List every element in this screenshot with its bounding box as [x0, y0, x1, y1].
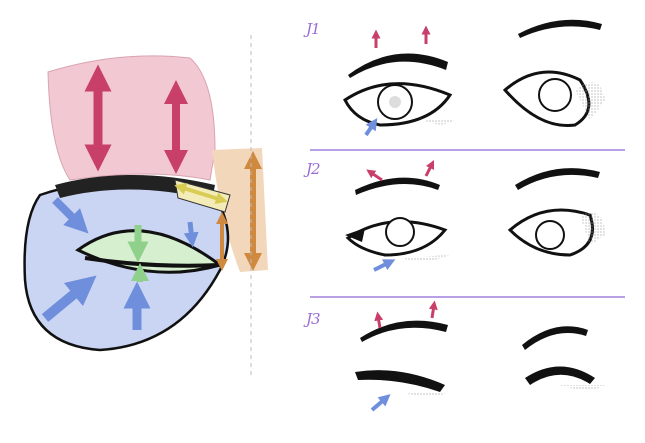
- yellow-arrow: [174, 183, 228, 204]
- blue-arrow-bottomleft: [41, 275, 97, 322]
- forehead-muscle: [47, 55, 216, 181]
- j3-front-eye: [355, 300, 450, 412]
- blue-arrow-top: [183, 221, 199, 248]
- label-j2: J2: [306, 160, 321, 178]
- j3-side-eye: [522, 326, 605, 390]
- label-j3: J3: [306, 310, 321, 328]
- j1-side-eye: [502, 19, 605, 128]
- j2-side-eye: [507, 168, 605, 257]
- j1-front-eye: [343, 25, 455, 137]
- j2-front-eye: [345, 159, 450, 272]
- blue-arrow-topleft: [52, 197, 89, 234]
- label-j1: J1: [306, 20, 321, 38]
